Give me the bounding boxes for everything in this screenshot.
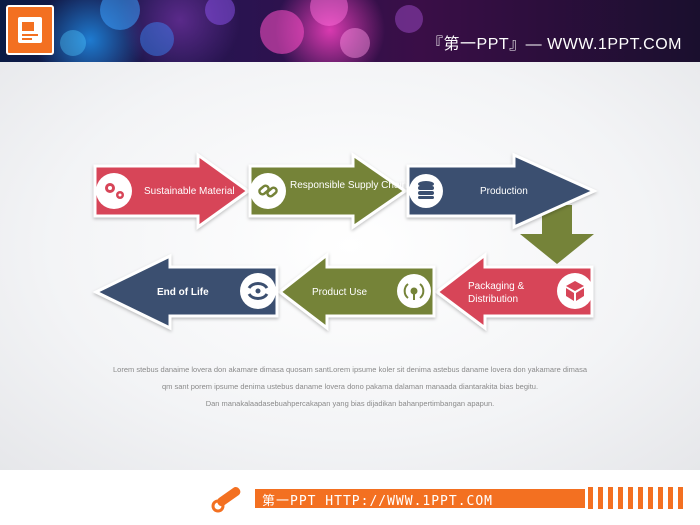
footer-stripe bbox=[678, 487, 683, 509]
database-icon-glyph bbox=[418, 181, 434, 199]
footer-stripe bbox=[608, 487, 613, 509]
description-line: Dan manakalaadasebuahpercakapan yang bia… bbox=[205, 399, 495, 408]
gears-icon-glyph bbox=[105, 183, 124, 199]
chain-link-icon-glyph bbox=[258, 184, 278, 198]
footer-bar bbox=[255, 489, 585, 508]
connector-down-arrow bbox=[520, 205, 594, 264]
pencil-logo-icon bbox=[210, 482, 246, 519]
step-label: End of Life bbox=[157, 287, 209, 298]
footer-stripe bbox=[658, 487, 663, 509]
signal-icon-glyph bbox=[403, 283, 425, 300]
bokeh-light bbox=[310, 0, 348, 26]
step-product-use: Product Use bbox=[277, 251, 436, 332]
header-banner: 『第一PPT』— WWW.1PPT.COM bbox=[0, 0, 700, 62]
footer-stripe bbox=[628, 487, 633, 509]
step-label: Product Use bbox=[312, 287, 367, 298]
bokeh-light bbox=[340, 28, 370, 58]
bokeh-light bbox=[395, 5, 423, 33]
step-label: Responsible Supply Chain bbox=[290, 180, 407, 191]
description-line: qm sant porem ipsume denima ustebus dana… bbox=[161, 382, 539, 391]
bokeh-light bbox=[140, 22, 174, 56]
step-label-line: Packaging & bbox=[468, 281, 524, 292]
bokeh-light bbox=[260, 10, 304, 54]
footer-link[interactable]: 第一PPT HTTP://WWW.1PPT.COM bbox=[262, 494, 494, 509]
step-responsible-supply-chain: Responsible Supply Chain bbox=[248, 152, 408, 230]
footer-stripe bbox=[638, 487, 643, 509]
footer-stripe bbox=[648, 487, 653, 509]
footer-stripe bbox=[618, 487, 623, 509]
recycle-icon-glyph bbox=[247, 282, 269, 300]
footer-stripe bbox=[588, 487, 593, 509]
main-slide: Sustainable Material Responsible Supply … bbox=[0, 62, 700, 470]
step-label-line: Distribution bbox=[468, 294, 518, 305]
bokeh-light bbox=[205, 0, 235, 25]
step-production: Production bbox=[406, 152, 598, 230]
process-diagram: Sustainable Material Responsible Supply … bbox=[92, 152, 598, 332]
bokeh-light bbox=[100, 0, 140, 30]
step-packaging-distribution: Packaging & Distribution bbox=[434, 251, 594, 331]
footer-stripe bbox=[598, 487, 603, 509]
step-sustainable-material: Sustainable Material bbox=[93, 152, 251, 230]
header-title: 『第一PPT』— WWW.1PPT.COM bbox=[427, 36, 682, 53]
box-icon-glyph bbox=[566, 281, 584, 301]
ppt-logo-icon bbox=[6, 5, 54, 55]
footer-stripe bbox=[668, 487, 673, 509]
step-label: Sustainable Material bbox=[144, 186, 235, 197]
bokeh-light bbox=[60, 30, 86, 56]
step-label: Production bbox=[480, 186, 528, 197]
description-line: Lorem stebus danaime lovera don akamare … bbox=[113, 365, 587, 374]
step-end-of-life: End of Life bbox=[92, 253, 279, 331]
